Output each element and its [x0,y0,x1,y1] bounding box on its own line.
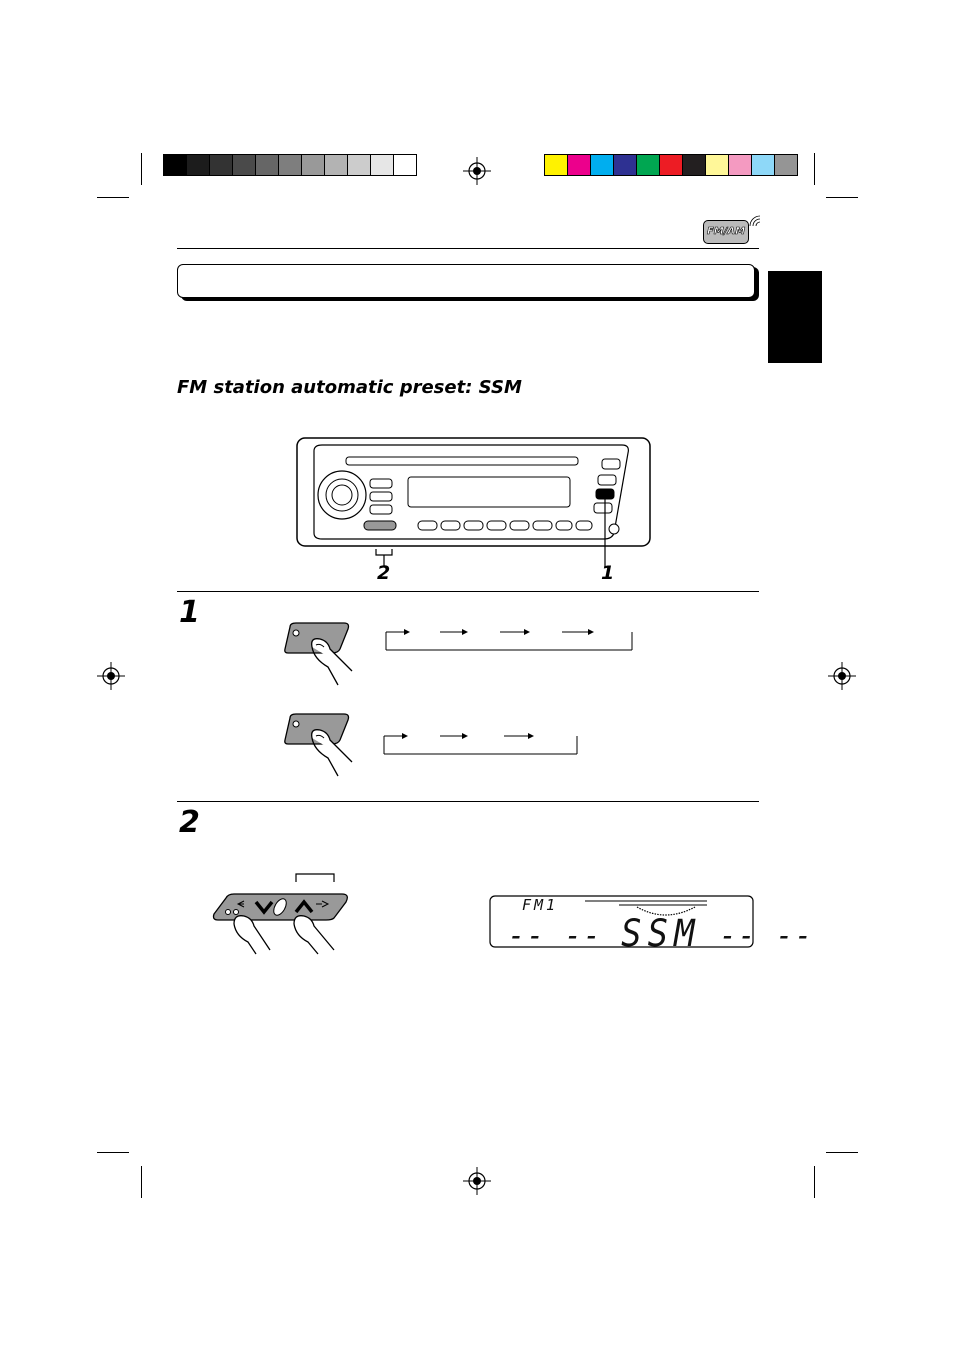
lcd-display-frame [489,895,754,948]
crop-mark [141,153,142,185]
color-swatch [775,155,797,175]
callout-preset-buttons: 2 [377,562,391,584]
gray-swatch [302,155,325,175]
gray-swatch [325,155,348,175]
color-swatch [706,155,729,175]
gray-swatch [371,155,394,175]
finger-press-button-illustration [284,622,353,686]
registration-mark-icon [97,662,125,690]
gray-swatch [279,155,302,175]
color-swatch [683,155,706,175]
lcd-main-readout: -- -- SSM -- -- [508,912,814,956]
color-swatch [637,155,660,175]
bracket-indicator [295,873,335,882]
lcd-dashes-left: -- -- [508,917,603,954]
registration-mark-icon [828,662,856,690]
crop-mark [141,1166,142,1198]
step-1-rule [177,591,759,592]
crop-mark [814,153,815,185]
crop-mark [826,197,858,198]
mode-cycle-diagram [383,733,578,755]
radio-wave-icon [749,215,761,227]
color-swatch [614,155,637,175]
gray-swatch [256,155,279,175]
gray-swatch [233,155,256,175]
gray-swatch [394,155,416,175]
color-swatch [568,155,591,175]
section-subtitle: FM station automatic preset: SSM [177,377,522,398]
color-swatch [660,155,683,175]
step-number-1: 1 [179,595,200,630]
gray-swatch [210,155,233,175]
lcd-band-indicator: FM1 [522,896,559,914]
gray-swatch [348,155,371,175]
registration-mark-icon [463,157,491,185]
color-swatch [729,155,752,175]
step-number-2: 2 [179,805,200,840]
lcd-dashes-right: -- -- [719,917,814,954]
gray-swatch [164,155,187,175]
gray-swatch [187,155,210,175]
finger-press-button-illustration [284,713,353,777]
crop-mark [826,1152,858,1153]
car-stereo-faceplate-illustration [296,437,651,567]
header-rule [177,248,759,249]
section-title-box [177,264,755,298]
color-swatch [591,155,614,175]
color-calibration-bar [544,154,798,176]
language-side-tab [768,271,822,363]
two-finger-press-updown-illustration [212,893,348,955]
color-swatch [545,155,568,175]
gray-scale-bar [163,154,417,176]
color-swatch [752,155,775,175]
callout-band-button: 1 [601,562,615,584]
crop-mark [97,197,129,198]
crop-mark [814,1166,815,1198]
fm-am-band-badge: FM/AM [703,220,749,244]
band-cycle-diagram [385,629,633,651]
lcd-mode-text: SSM [621,912,701,956]
step-2-rule [177,801,759,802]
registration-mark-icon [463,1167,491,1195]
crop-mark [97,1152,129,1153]
